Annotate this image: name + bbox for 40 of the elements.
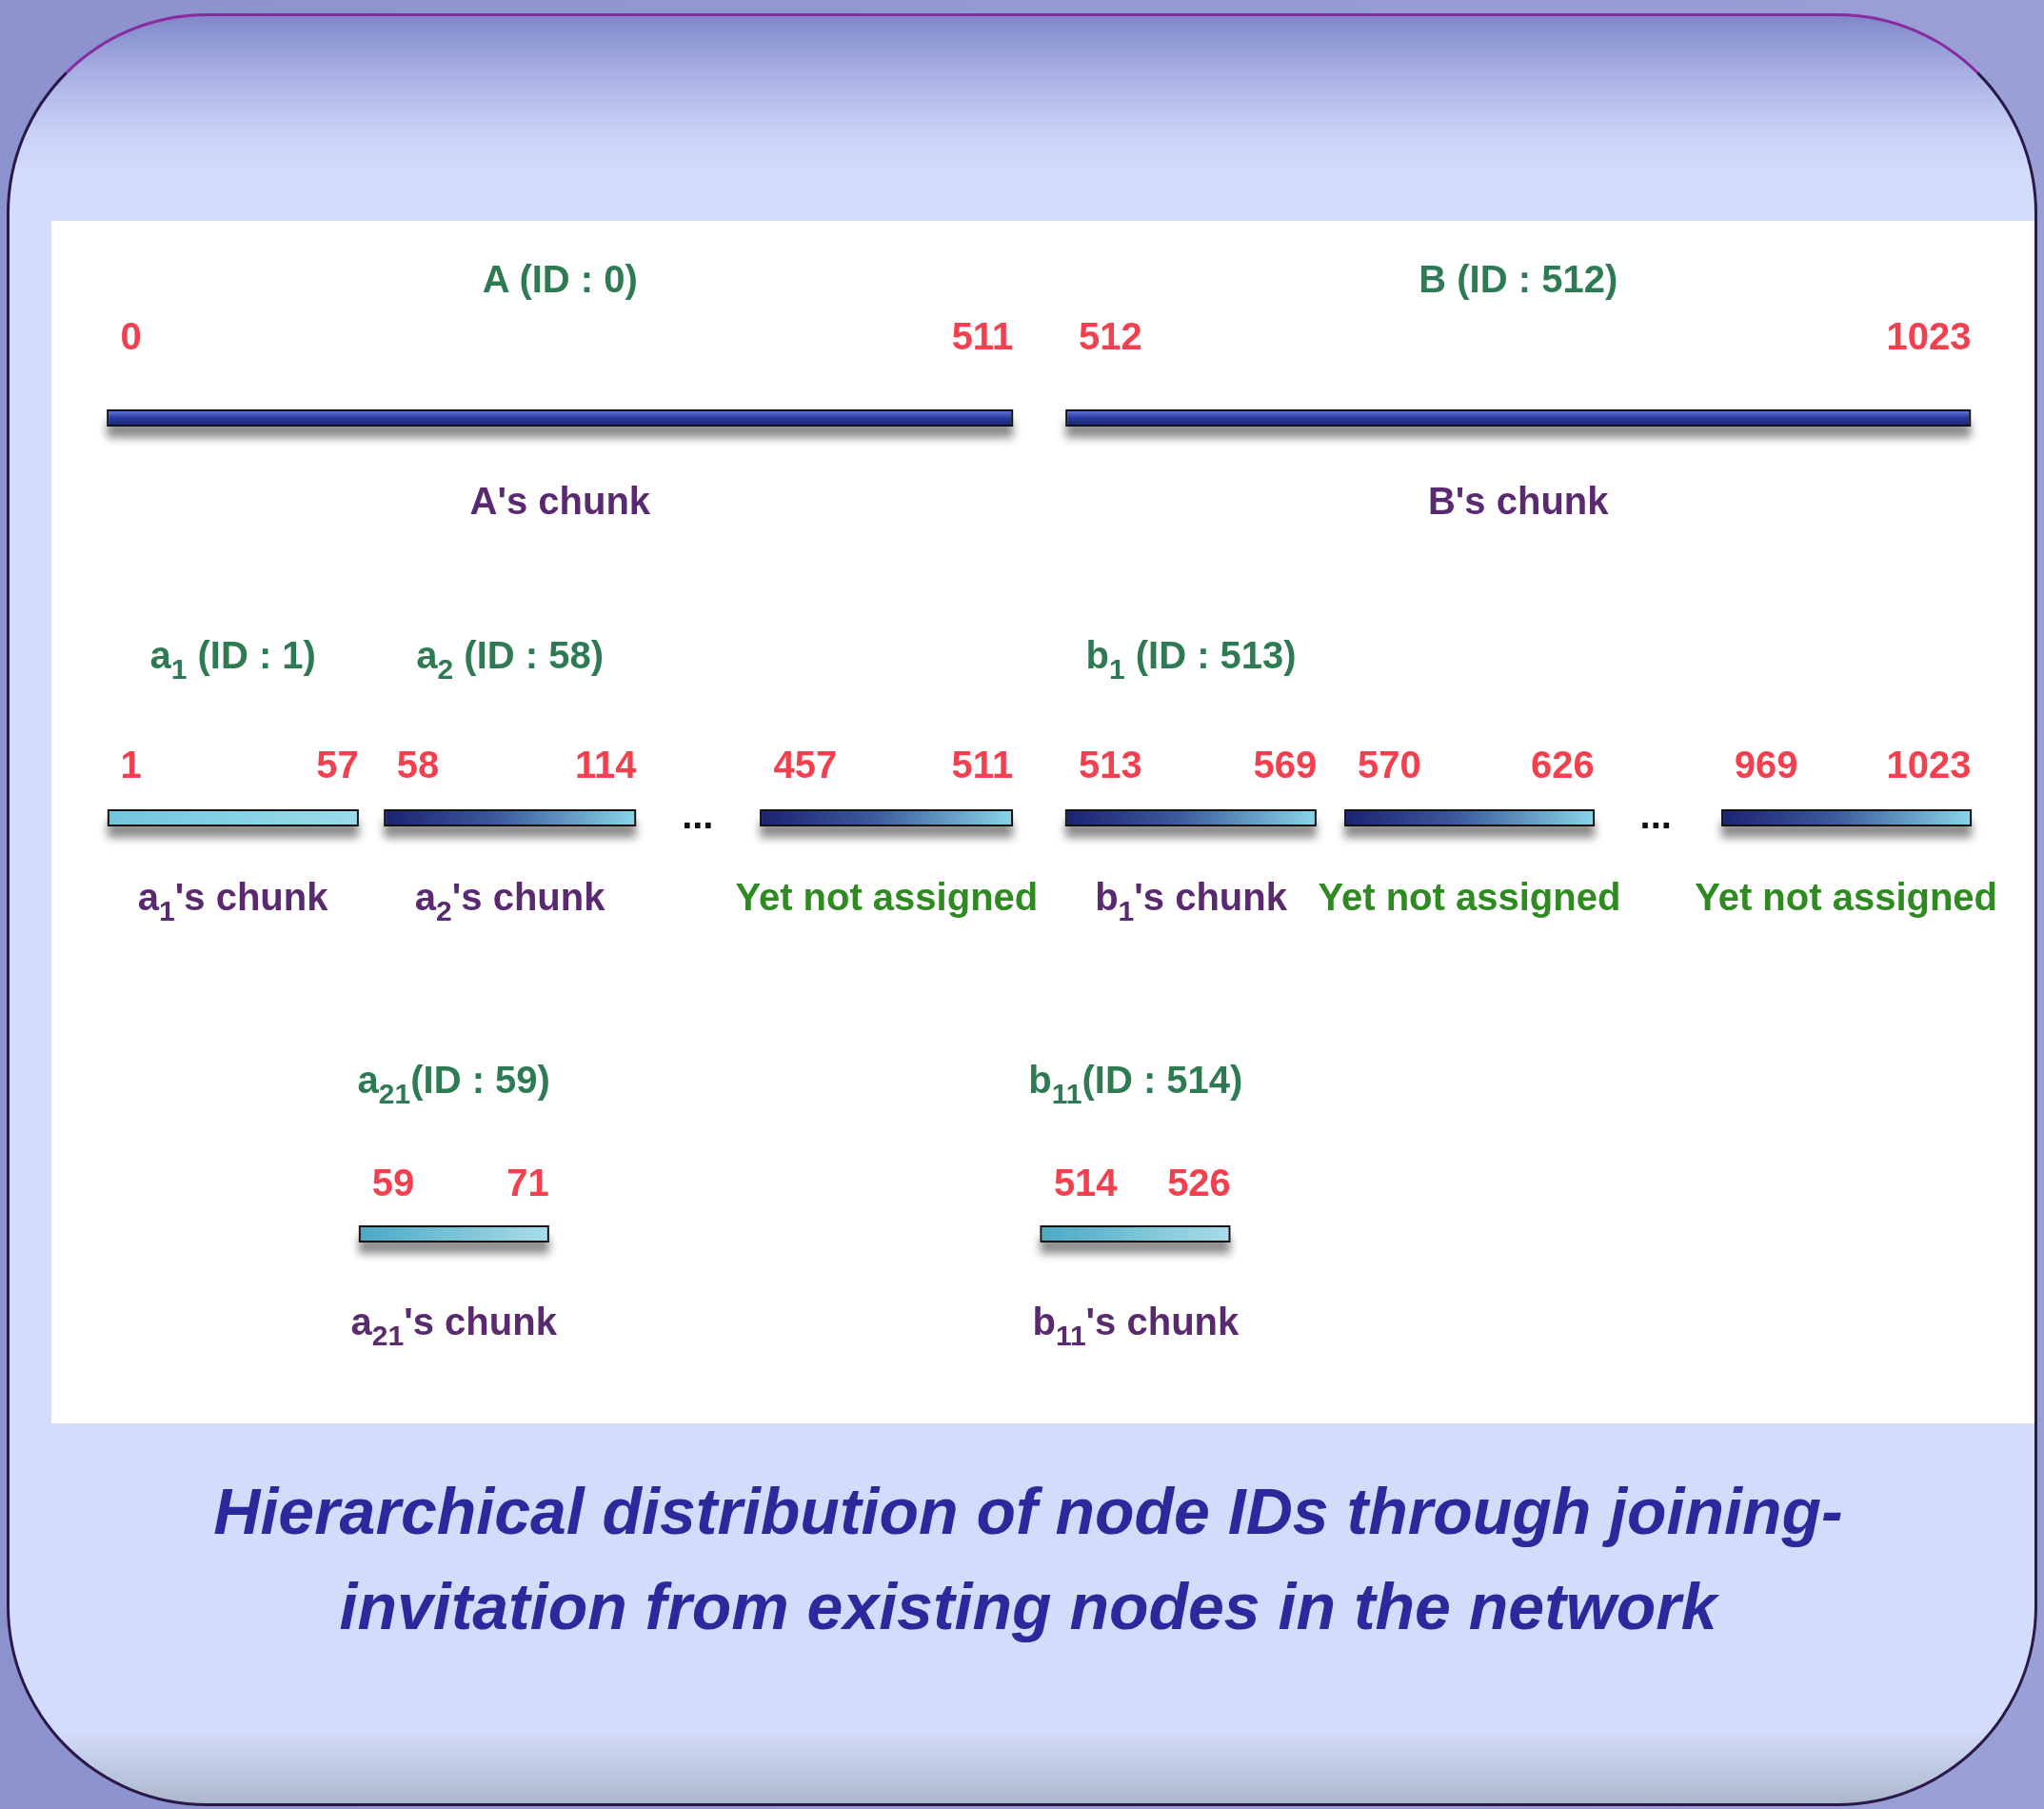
range-end: 569 [1253, 743, 1318, 786]
range-start: 570 [1357, 743, 1421, 786]
range-start: 58 [396, 743, 440, 786]
chunk-label: Yet not assigned [1695, 875, 1998, 919]
range-end: 626 [1531, 743, 1595, 786]
segment-heading: a$_{21}$(ID : 59) [357, 1058, 550, 1102]
chunk-label: Yet not assigned [1318, 875, 1621, 919]
range-end: 511 [951, 314, 1014, 358]
range-start: 512 [1078, 314, 1142, 358]
range-end: 114 [574, 743, 637, 786]
range-start: 0 [120, 314, 142, 358]
segment-heading: A (ID : 0) [482, 257, 638, 301]
range-end: 526 [1167, 1161, 1231, 1204]
ellipsis: ... [1639, 801, 1672, 829]
ellipsis: ... [682, 801, 714, 829]
chunk-label: a$_{2}$'s chunk [414, 875, 605, 919]
chunk-label: B's chunk [1427, 479, 1609, 523]
segment-heading: b$_{11}$(ID : 514) [1028, 1058, 1243, 1102]
caption: Hierarchical distribution of node IDs through joining-invitation from existing nodes in the network [212, 1474, 1844, 1644]
range-start: 513 [1078, 743, 1142, 786]
range-end: 1023 [1886, 743, 1972, 786]
chunk-label: a$_{21}$'s chunk [350, 1300, 557, 1343]
chunk-label: A's chunk [469, 479, 651, 523]
chunk-label: b$_{11}$'s chunk [1032, 1300, 1240, 1343]
range-start: 969 [1734, 743, 1798, 786]
segment-heading: B (ID : 512) [1419, 257, 1618, 301]
segment-heading: a$_{1}$ (ID : 1) [149, 633, 316, 677]
segment-heading: a$_{2}$ (ID : 58) [416, 633, 604, 677]
range-start: 1 [120, 743, 142, 786]
range-start: 514 [1053, 1161, 1118, 1204]
range-end: 71 [506, 1161, 549, 1204]
chunk-label: b$_{1}$'s chunk [1095, 875, 1287, 919]
range-end: 57 [316, 743, 359, 786]
range-start: 59 [371, 1161, 415, 1204]
range-start: 457 [773, 743, 838, 786]
chunk-label: a$_{1}$'s chunk [137, 875, 328, 919]
segment-heading: b$_{1}$ (ID : 513) [1085, 633, 1297, 677]
chunk-label: Yet not assigned [735, 875, 1039, 919]
range-end: 1023 [1886, 314, 1972, 358]
range-end: 511 [951, 743, 1014, 786]
